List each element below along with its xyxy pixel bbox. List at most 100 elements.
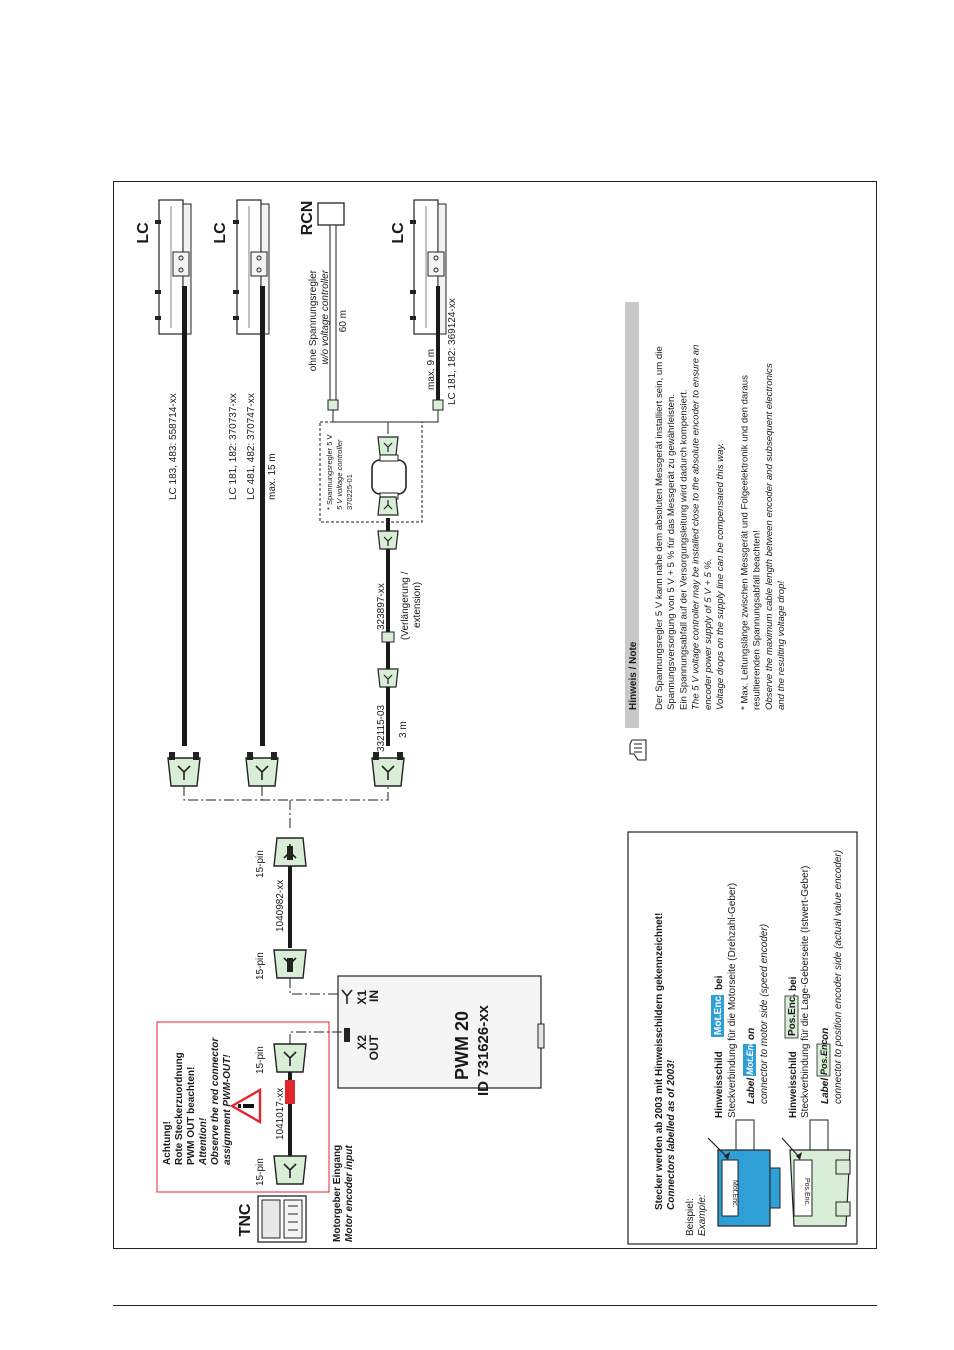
rcn-connector (371, 757, 405, 787)
attention-box (156, 1021, 330, 1193)
tnc-input-en: Motor encoder input (344, 1145, 355, 1242)
lc-encoder-2-label: LC (212, 222, 229, 244)
cable-lc1 (182, 286, 187, 746)
note-line: resultierenden Spannungsabfall beachten! (752, 530, 763, 710)
mot-enc-tag-en-text: Mot.Enc. (745, 1038, 755, 1076)
lc-encoder-3-label: LC (390, 222, 407, 244)
note-line: * Max. Leitungslänge zwischen Messgerät … (739, 375, 750, 710)
lc2-length-label: max. 15 m (267, 453, 278, 500)
lc2-connector (245, 757, 279, 787)
c1041017-pin-a: 15-pin (255, 1046, 266, 1074)
note-line: The 5 V voltage controller may be instal… (691, 345, 702, 710)
lc1-cable-label: LC 183, 483: 558714-xx (168, 393, 179, 500)
c323897-ext1: (Verlängerung / (400, 571, 411, 640)
mot-de: Steckverbindung für die Motorseite (Dreh… (727, 883, 738, 1118)
tnc-control-graphic (257, 1195, 307, 1243)
pwm-x2-sub: OUT (367, 1034, 381, 1060)
note-line: Voltage drops on the supply line can be … (715, 443, 726, 710)
c332115-id: 332115-03 (376, 704, 387, 752)
note-line: Observe the maximum cable length between… (764, 363, 775, 710)
attn-l1: Achtung! (162, 1121, 173, 1165)
lc3-cable-label: LC 181, 182: 369124-xx (447, 298, 458, 405)
note-line: Ein Spannungsabfall auf der Versorgungsl… (678, 389, 689, 710)
c1041017-connector-top (273, 1043, 307, 1073)
diagram-frame (113, 181, 877, 1249)
warning-triangle-icon (229, 1087, 262, 1125)
pos-enc-tag (784, 995, 799, 1039)
voltage-controller-graphic (371, 436, 407, 516)
c1041017-pin-b: 15-pin (255, 1158, 266, 1186)
mot-en: connector to motor side (speed encoder) (759, 924, 770, 1104)
mot-label-word: Label (746, 1078, 757, 1104)
cable-lc3 (436, 286, 440, 404)
mot-on: on (746, 1028, 757, 1040)
connectors-title-en: Connectors labelled as of 2003! (666, 1059, 677, 1210)
c323897-id: 323897-xx (376, 583, 387, 630)
attn-l5: Observe the red connector (210, 1037, 221, 1165)
hand-pointer-icon (629, 739, 647, 761)
mot-enc-tag-en (743, 1044, 756, 1076)
note-line: Der Spannungsregler 5 V kann nahe dem ab… (654, 346, 665, 710)
rcn-encoder-graphic (317, 202, 345, 411)
pos-enc-tag-text: Pos.Enc. (787, 994, 798, 1036)
cable-lc2 (260, 286, 265, 746)
pos-bei: bei (788, 976, 799, 991)
c1040982-pin-b: 15-pin (255, 952, 266, 980)
note-line: encoder power supply of 5 V + 5 %. (703, 558, 714, 710)
mot-tag-text: Mot.Enc. (731, 1180, 738, 1208)
rcn-note-de: ohne Spannungsregler (308, 269, 319, 371)
mot-bei: bei (714, 975, 725, 990)
note-bar (625, 302, 639, 728)
green-connector-illustration: Pos.Enc. (781, 1119, 851, 1227)
attn-l2: Rote Steckerzuordnung (174, 1052, 185, 1165)
pos-de: Steckverbindung für die Lage-Geberseite … (800, 866, 811, 1118)
beispiel-label: Beispiel: (685, 1198, 696, 1236)
pos-tag-text: Pos.Enc. (803, 1178, 810, 1206)
attn-l4: Attention! (198, 1117, 209, 1166)
mot-enc-tag (711, 995, 724, 1037)
pos-enc-tag-en (816, 1043, 831, 1077)
rcn-length-label: 60 m (338, 310, 349, 332)
rcn-encoder-label: RCN (299, 201, 316, 236)
pwm-title: PWM 20 (452, 1011, 472, 1080)
c1041017-id: 1041017-xx (275, 1088, 286, 1140)
lc-encoder-1-label: LC (135, 222, 152, 244)
c1041017-connector-bottom (273, 1155, 307, 1185)
c1040982-id: 1040982-xx (275, 880, 286, 932)
voltage-controller-box (319, 421, 423, 523)
tnc-input-de: Motorgeber Eingang (332, 1145, 343, 1242)
vc-line2: 5 V voltage controller (335, 439, 344, 510)
pos-hinweisschild: Hinweisschild (788, 1051, 799, 1118)
pos-en: connector to position encoder side (actu… (833, 850, 844, 1104)
c332115-length: 3 m (398, 721, 409, 738)
c323897-ext2: extension) (412, 582, 423, 628)
note-text: Der Spannungsregler 5 V kann nahe dem ab… (654, 345, 787, 710)
pwm-x2: X2 (355, 1035, 369, 1050)
mot-enc-tag-text: Mot.Enc. (713, 993, 724, 1035)
pos-label-word: Label (820, 1078, 831, 1104)
rcn-note-en: w/o voltage controller (320, 269, 331, 364)
note-title: Hinweis / Note (628, 641, 639, 710)
vc-line1: * Spannungsregler 5 V (325, 435, 334, 510)
lc1-connector (167, 757, 201, 787)
red-cable-segment (285, 1080, 295, 1104)
vc-line3: 370225-01 (345, 474, 354, 510)
pwm-id: ID 731626-xx (475, 1004, 492, 1096)
pos-on: on (820, 1028, 831, 1040)
lc2-cable-label-1: LC 181, 182: 370737-xx (228, 393, 239, 500)
pos-enc-tag-en-text: Pos.Enc. (819, 1037, 829, 1075)
note-line: Spannungsversorgung von 5 V + 5 % für da… (666, 394, 677, 710)
tnc-label: TNC (237, 1203, 254, 1236)
pwm20-unit (337, 975, 545, 1089)
attn-l3: PWM OUT beachten! (186, 1067, 197, 1165)
c1040982-pin-a: 15-pin (255, 850, 266, 878)
attn-l6: assignment PWM-OUT! (222, 1054, 233, 1165)
lc-encoder-3-graphic (409, 199, 447, 335)
example-label: Example: (697, 1194, 708, 1236)
pwm-x1-sub: IN (367, 990, 381, 1002)
note-line: and the resulting voltage drop! (776, 581, 787, 710)
footer-rule (113, 1305, 877, 1306)
mot-hinweisschild: Hinweisschild (714, 1051, 725, 1118)
connectors-title-de: Stecker werden ab 2003 mit Hinweisschild… (654, 913, 665, 1210)
